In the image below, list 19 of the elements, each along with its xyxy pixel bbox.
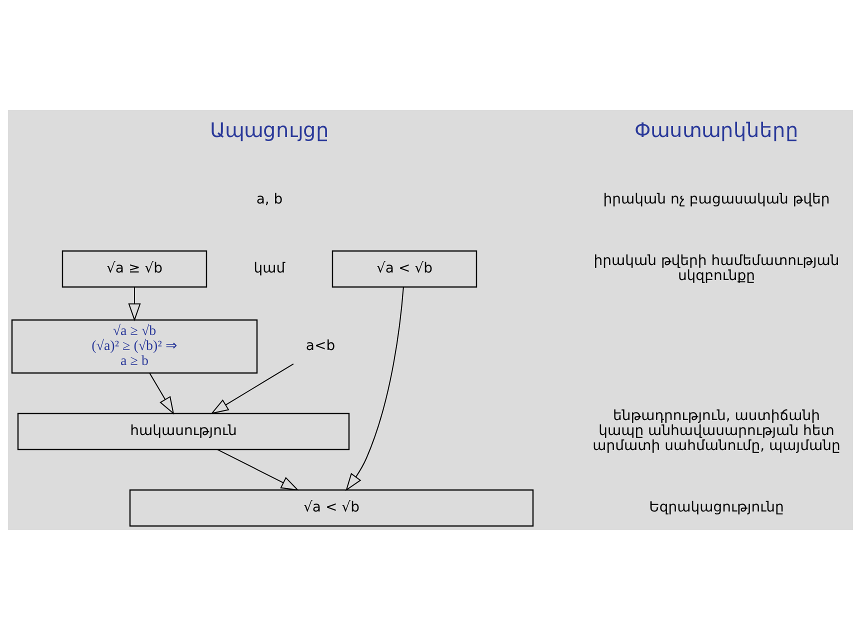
node-box: √a < √b [129,488,534,526]
label: Եզրակացությունը [649,499,784,516]
label: իրական ոչ բացասական թվեր [603,191,830,208]
arrow [216,448,300,490]
node-box: √a ≥ √b [62,250,208,288]
arrow [128,286,141,321]
label: a, b [256,191,283,208]
node-box: հակասություն [17,412,350,450]
label: ենթադրություն, աստիճանի կապը անհավասարության հետ արմատի սահմանումը, պայմանը [592,408,840,454]
arrow [346,286,404,491]
label: Փաստարկները [634,120,798,142]
node-text: a<b [306,338,336,354]
arrow [210,362,294,414]
label: Ապացույցը [210,120,329,142]
node-box: √a < √b [332,250,478,288]
node-box: √a ≥ √b (√a)² ≥ (√b)² ⇒ a ≥ b [11,318,258,374]
label: կամ [254,260,286,276]
arrow [149,372,174,414]
label: իրական թվերի համեմատության սկզբունքը [594,252,840,284]
